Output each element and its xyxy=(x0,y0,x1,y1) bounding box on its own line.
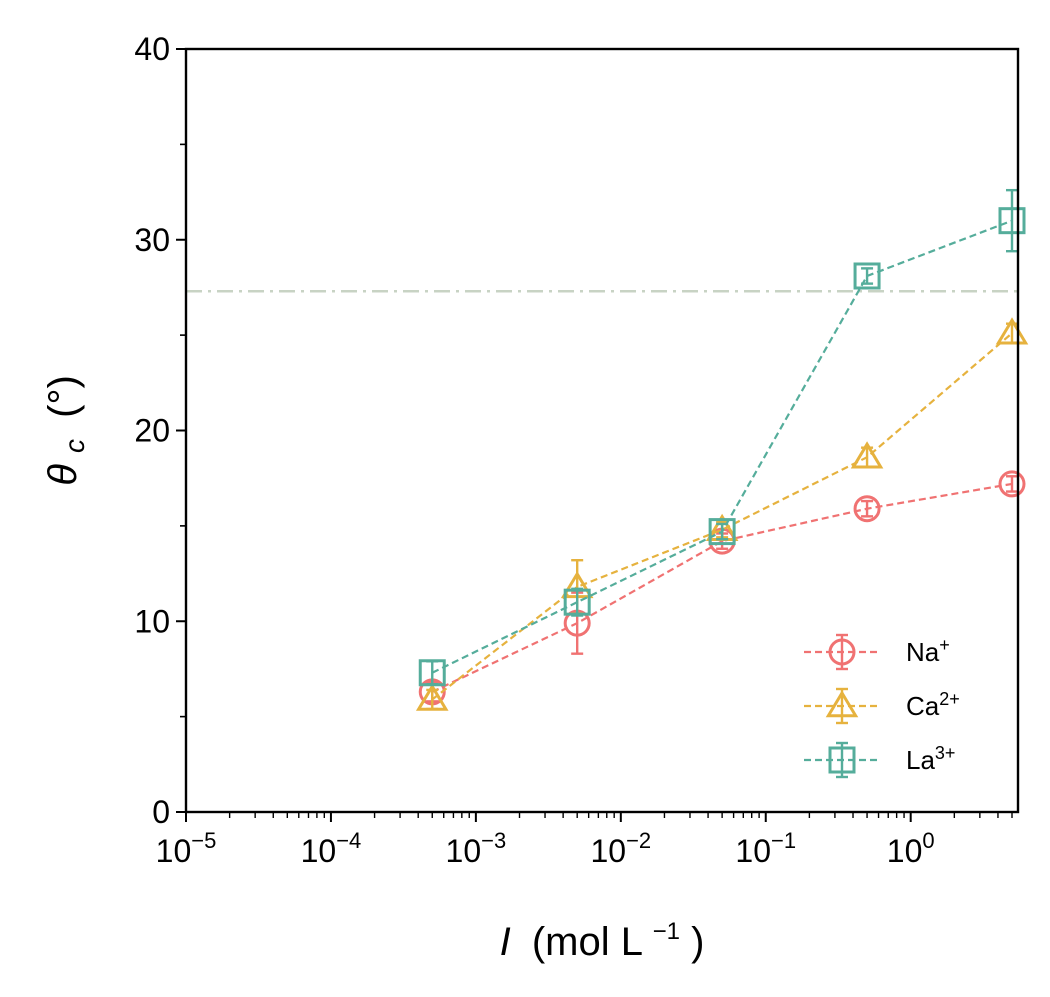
y-tick-label: 40 xyxy=(134,31,170,67)
series-line xyxy=(431,332,1013,701)
y-axis-subscript: c xyxy=(59,439,90,453)
y-tick-label: 30 xyxy=(134,222,170,258)
series-na xyxy=(418,470,1026,706)
x-tick-label: 100 xyxy=(887,828,935,869)
data-point xyxy=(708,518,736,546)
legend-marker xyxy=(828,746,856,774)
series-la xyxy=(418,188,1026,687)
tick-layer: 0 10 20 30 40 10−5 10−4 10−3 10−2 10−1 100 xyxy=(134,31,1013,869)
data-point xyxy=(998,207,1026,235)
legend-marker xyxy=(825,690,859,718)
series-layer xyxy=(415,188,1029,711)
x-axis-unit-exponent: −1 xyxy=(653,918,680,945)
legend-entry-la: La3+ xyxy=(804,741,955,779)
x-tick-label: 10−2 xyxy=(590,828,651,869)
x-axis-unit-close: ) xyxy=(691,920,704,964)
data-point xyxy=(563,588,591,616)
x-tick-label: 10−1 xyxy=(735,828,796,869)
series-line xyxy=(431,219,1013,674)
data-point xyxy=(853,495,881,523)
data-point xyxy=(418,659,446,687)
legend-entry-ca: Ca2+ xyxy=(804,687,960,725)
data-point xyxy=(850,441,884,469)
plot-frame xyxy=(184,47,1020,814)
legend-label: Ca2+ xyxy=(906,689,960,721)
legend-label: La3+ xyxy=(906,743,955,775)
legend-label: Na+ xyxy=(906,635,950,667)
y-tick-label: 20 xyxy=(134,413,170,449)
data-point xyxy=(415,683,449,711)
x-tick-label: 10−3 xyxy=(446,828,507,869)
data-point xyxy=(998,470,1026,498)
x-tick-label: 10−4 xyxy=(301,828,362,869)
y-axis-label: θ c (°) xyxy=(41,375,93,486)
y-tick-label: 0 xyxy=(152,794,170,830)
x-axis-symbol: I xyxy=(500,920,511,964)
x-axis-unit: (mol L xyxy=(532,920,642,964)
x-axis-label: I (mol L −1 ) xyxy=(500,904,705,964)
legend-entry-na: Na+ xyxy=(804,633,950,671)
data-point xyxy=(853,262,881,290)
y-tick-label: 10 xyxy=(134,603,170,639)
y-axis-unit: (°) xyxy=(41,375,85,418)
legend-marker xyxy=(828,638,856,666)
x-tick-label: 10−5 xyxy=(156,828,217,869)
legend: Na+ Ca2+ La3+ xyxy=(804,633,960,779)
y-axis-symbol: θ xyxy=(41,464,85,486)
series-ca xyxy=(415,317,1029,711)
